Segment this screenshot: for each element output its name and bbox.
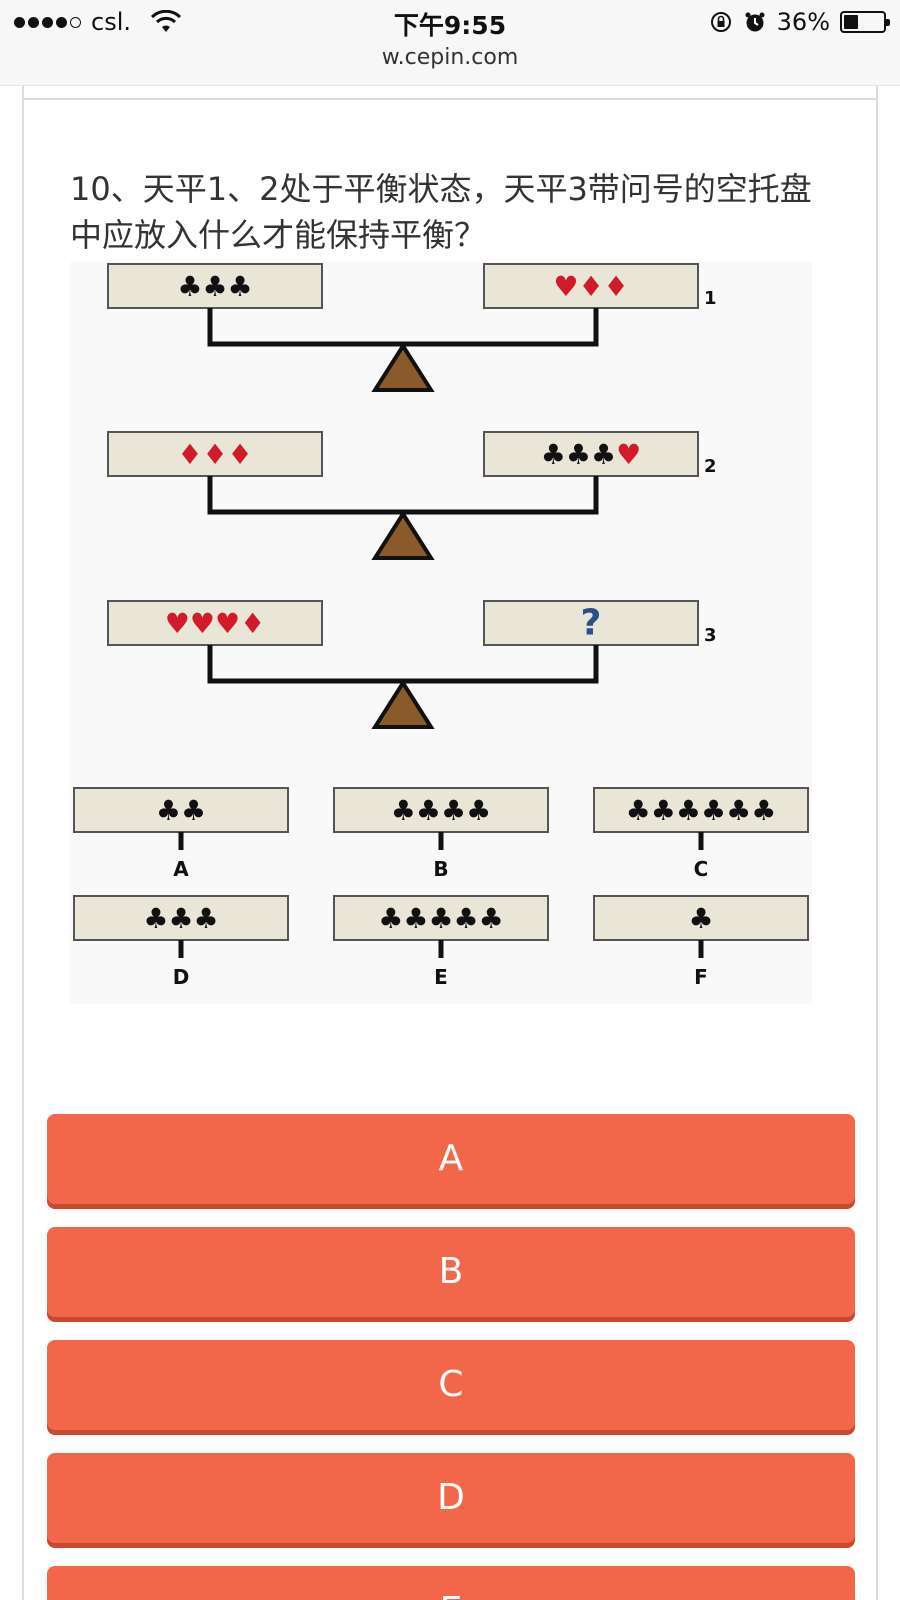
balance-puzzle-figure: ♣♣♣♥♦♦1♦♦♦♣♣♣♥2♥♥♥♦?3♣♣A♣♣♣♣B♣♣♣♣♣♣C♣♣♣D… [70,262,812,1004]
answer-option-b[interactable]: B [47,1227,855,1317]
choice-label: E [434,965,448,989]
choice-d: ♣♣♣ D [73,895,289,989]
choice-tray [333,895,549,941]
right-tray [483,600,699,646]
question-card: 10、天平1、2处于平衡状态，天平3带问号的空托盘中应放入什么才能保持平衡？ ♣… [22,86,878,1600]
battery-level [844,15,858,29]
choice-label: D [173,965,190,989]
right-tray [483,263,699,309]
signal-and-carrier: csl. [14,8,181,36]
left-tray-items: ♣♣♣ [177,270,252,303]
left-tray-items: ♦♦♦ [177,438,252,471]
answer-option-d[interactable]: D [47,1453,855,1543]
status-right: 36% [709,8,890,36]
choice-a: ♣♣ A [73,787,289,881]
left-tray [107,263,323,309]
left-tray-items: ♥♥♥♦ [165,607,265,640]
fulcrum-icon [371,510,435,560]
balance-number: 3 [704,625,717,646]
choice-c: ♣♣♣♣♣♣ C [593,787,809,881]
status-bar: csl. 下午9:55 w.cepin.com 36% [0,0,900,86]
battery-percent: 36% [776,8,830,36]
choice-label: F [694,965,708,989]
right-tray-items: ? [581,603,602,644]
choice-f: ♣F [593,895,809,989]
beam [207,476,599,515]
balance-1: ♣♣♣ ♥♦♦ 1 [107,263,717,392]
choice-items: ♣♣♣♣ [391,794,491,827]
beam [207,308,599,347]
balance-3: ♥♥♥♦? 3 [107,600,717,729]
clock: 下午9:55 [393,11,507,40]
choice-items: ♣♣♣♣♣ [378,902,504,935]
balance-number: 2 [704,456,717,477]
question-text: 10、天平1、2处于平衡状态，天平3带问号的空托盘中应放入什么才能保持平衡？ [70,170,812,254]
choice-label: A [173,857,189,881]
left-tray [107,431,323,477]
divider [24,98,876,100]
battery-icon [840,11,890,33]
choice-items: ♣♣♣♣♣♣ [626,794,777,827]
fulcrum-icon [371,679,435,729]
balance-number: 1 [704,288,717,309]
choice-tray [73,895,289,941]
right-tray-items: ♣♣♣♥ [541,438,641,471]
signal-strength-icon [14,16,81,28]
choice-items: ♣♣ [156,794,206,827]
balance-puzzle-svg: ♣♣♣♥♦♦1♦♦♦♣♣♣♥2♥♥♥♦?3♣♣A♣♣♣♣B♣♣♣♣♣♣C♣♣♣D… [73,263,809,989]
choice-label: B [433,857,448,881]
right-tray-items: ♥♦♦ [553,270,628,303]
rotation-lock-icon [710,12,731,32]
choice-e: ♣♣♣♣♣ E [333,895,549,989]
wifi-icon [151,10,181,32]
alarm-icon [745,12,765,32]
choice-tray [593,787,809,833]
choice-label: C [694,857,709,881]
answer-options: ABCDE [47,1114,857,1600]
choice-b: ♣♣♣♣ B [333,787,549,881]
choice-tray [333,787,549,833]
choice-tray [593,895,809,941]
balance-2: ♦♦♦ ♣♣♣♥ 2 [107,431,717,560]
choice-items: ♣♣♣ [143,902,218,935]
beam [207,645,599,684]
choice-items: ♣ [688,902,713,935]
answer-option-e[interactable]: E [47,1566,855,1600]
left-tray [107,600,323,646]
carrier-name: csl. [91,8,131,36]
answer-option-c[interactable]: C [47,1340,855,1430]
fulcrum-icon [371,342,435,392]
right-tray [483,431,699,477]
answer-option-a[interactable]: A [47,1114,855,1204]
page-url[interactable]: w.cepin.com [381,45,519,70]
